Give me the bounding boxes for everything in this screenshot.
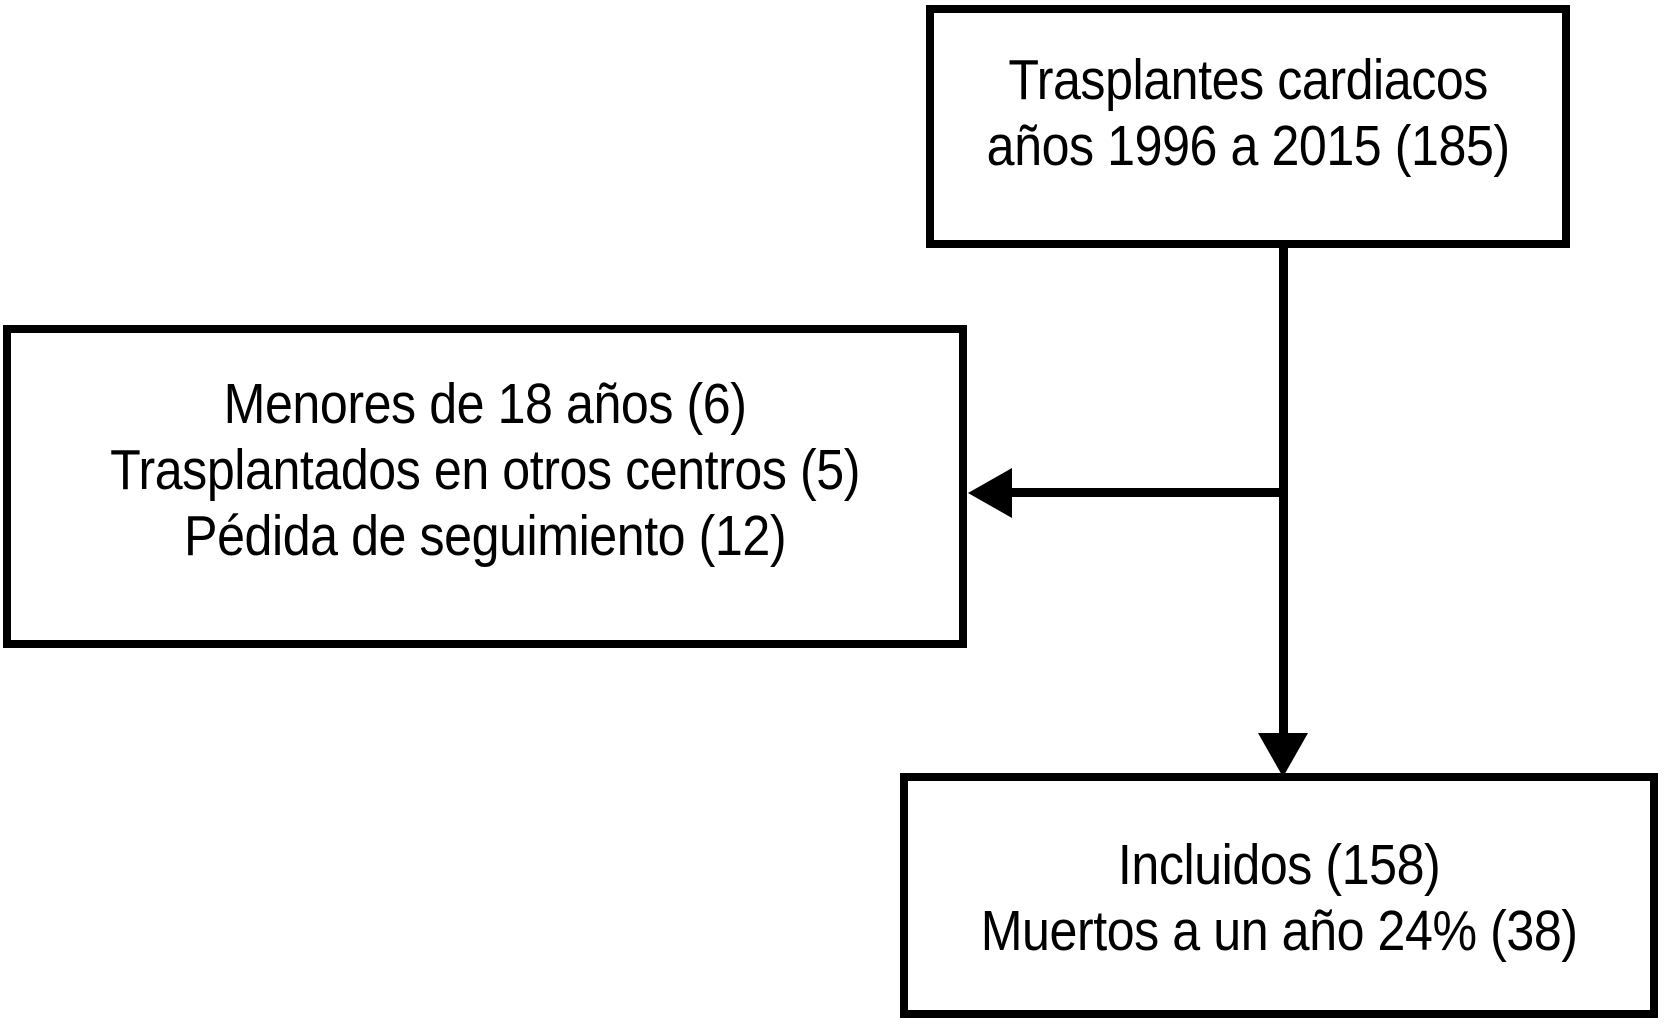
- node-excluded-criteria-line-2: Trasplantados en otros centros (5): [110, 437, 860, 502]
- edge-source-to-excluded-line: [1000, 488, 1284, 497]
- node-source-cohort-line-2: años 1996 a 2015 (185): [986, 113, 1510, 178]
- node-included-population-line-1: Incluidos (158): [1117, 832, 1441, 897]
- node-included-population-text: Incluidos (158) Muertos a un año 24% (38…: [981, 832, 1578, 964]
- node-excluded-criteria-text: Menores de 18 años (6) Trasplantados en …: [110, 371, 860, 569]
- arrow-down-icon: [1258, 733, 1308, 777]
- node-included-population-line-2: Muertos a un año 24% (38): [980, 898, 1578, 963]
- node-excluded-criteria[interactable]: Menores de 18 años (6) Trasplantados en …: [3, 325, 967, 648]
- node-excluded-criteria-line-1: Menores de 18 años (6): [223, 371, 747, 436]
- node-source-cohort[interactable]: Trasplantes cardiacos años 1996 a 2015 (…: [926, 5, 1570, 248]
- node-excluded-criteria-line-3: Pédida de seguimiento (12): [183, 503, 787, 568]
- node-source-cohort-line-1: Trasplantes cardiacos: [1008, 47, 1488, 112]
- arrow-left-icon: [968, 468, 1012, 518]
- node-source-cohort-text: Trasplantes cardiacos años 1996 a 2015 (…: [986, 47, 1509, 179]
- node-included-population[interactable]: Incluidos (158) Muertos a un año 24% (38…: [900, 773, 1658, 1018]
